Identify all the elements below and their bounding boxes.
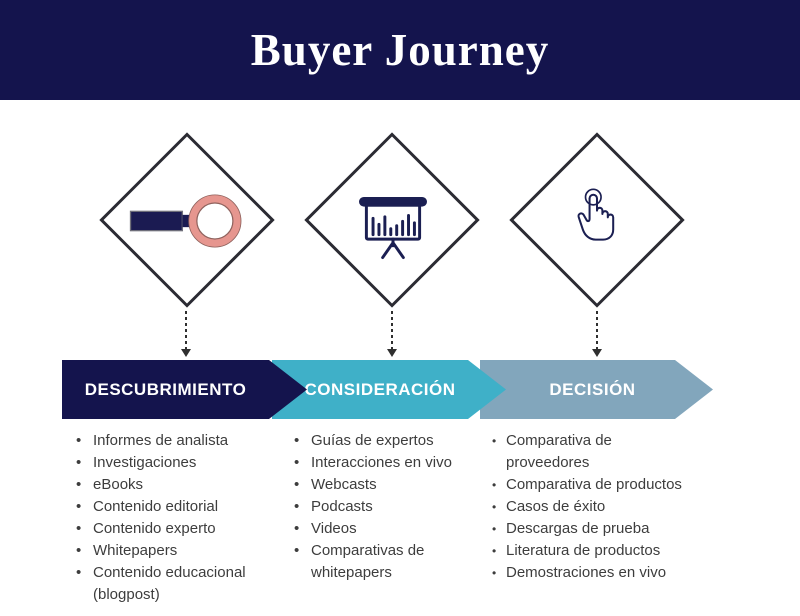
bullet-icon: •: [76, 542, 82, 559]
bullet-icon: •: [294, 498, 300, 515]
bullet-icon: •: [294, 454, 300, 471]
presentation-chart-icon: [356, 194, 430, 262]
list-item-text: Comparativa de proveedores: [506, 432, 612, 471]
bullet-icon: •: [76, 564, 82, 581]
bullet-icon: •: [492, 566, 497, 580]
list-item-text: Informes de analista: [93, 432, 229, 449]
arrowhead-down-icon: [387, 349, 397, 357]
dotted-line: [391, 311, 393, 349]
list-item-text: Comparativas de whitepapers: [311, 542, 425, 581]
list-item-text: Contenido educacional (blogpost): [93, 564, 246, 603]
bullet-icon: •: [492, 434, 497, 448]
list-item: • Casos de éxito: [492, 496, 688, 518]
list-item: • Informes de analista: [76, 430, 268, 452]
bullet-icon: •: [76, 498, 82, 515]
list-item: • Guías de expertos: [294, 430, 472, 452]
list-item: • Interacciones en vivo: [294, 452, 472, 474]
bullet-icon: •: [76, 432, 82, 449]
list-item: • Webcasts: [294, 474, 472, 496]
banner-decision: DECISIÓN: [480, 360, 713, 419]
list-item: • Literatura de productos: [492, 540, 688, 562]
list-item: • Demostraciones en vivo: [492, 562, 688, 584]
banner-label: CONSIDERACIÓN: [304, 379, 456, 399]
tap-hand-icon: [570, 177, 624, 255]
bullet-icon: •: [76, 520, 82, 537]
list-item: • Videos: [294, 518, 472, 540]
list-item-text: Contenido editorial: [93, 498, 219, 515]
list-item: • eBooks: [76, 474, 268, 496]
list-item: • Comparativa de productos: [492, 474, 688, 496]
list-item-text: Webcasts: [311, 476, 377, 493]
bullet-icon: •: [76, 454, 82, 471]
list-item-text: Videos: [311, 520, 357, 537]
list-item: • Investigaciones: [76, 452, 268, 474]
bullet-icon: •: [294, 520, 300, 537]
list-item-text: Comparativa de productos: [506, 476, 682, 493]
list-item-text: Casos de éxito: [506, 498, 606, 515]
list-item-text: Descargas de prueba: [506, 520, 650, 537]
content-list-descubrimiento: • Informes de analista • Investigaciones…: [76, 430, 268, 606]
list-item-text: Demostraciones en vivo: [506, 564, 667, 581]
bullet-icon: •: [294, 476, 300, 493]
list-item: • Contenido editorial: [76, 496, 268, 518]
banner-label: DESCUBRIMIENTO: [84, 379, 247, 399]
bullet-icon: •: [76, 476, 82, 493]
dotted-line: [185, 311, 187, 349]
list-item-text: Literatura de productos: [506, 542, 661, 559]
content-list-consideracion: • Guías de expertos • Interacciones en v…: [294, 430, 472, 584]
list-item-text: Podcasts: [311, 498, 373, 515]
bullet-icon: •: [492, 500, 497, 514]
list-item: • Comparativa de proveedores: [492, 430, 688, 474]
list-item-text: Contenido experto: [93, 520, 216, 537]
bullet-icon: •: [492, 544, 497, 558]
list-item: • Descargas de prueba: [492, 518, 688, 540]
list-item-text: Investigaciones: [93, 454, 197, 471]
content-list-decision: • Comparativa de proveedores • Comparati…: [492, 430, 688, 584]
banner-label: DECISIÓN: [549, 379, 636, 399]
arrowhead-down-icon: [181, 349, 191, 357]
banner-descubrimiento: DESCUBRIMIENTO: [62, 360, 307, 419]
page-title: Buyer Journey: [250, 25, 550, 75]
dotted-line: [596, 311, 598, 349]
list-item-text: Interacciones en vivo: [311, 454, 452, 471]
list-item: • Contenido experto: [76, 518, 268, 540]
list-item: • Comparativas de whitepapers: [294, 540, 472, 584]
banner-consideracion: CONSIDERACIÓN: [272, 360, 506, 419]
list-item: • Whitepapers: [76, 540, 268, 562]
bullet-icon: •: [492, 522, 497, 536]
magnifier-icon: [127, 192, 243, 250]
list-item-text: Guías de expertos: [311, 432, 434, 449]
bullet-icon: •: [294, 432, 300, 449]
bullet-icon: •: [294, 542, 300, 559]
bullet-icon: •: [492, 478, 497, 492]
list-item: • Podcasts: [294, 496, 472, 518]
list-item-text: Whitepapers: [93, 542, 178, 559]
header-band: Buyer Journey: [0, 0, 800, 100]
list-item-text: eBooks: [93, 476, 144, 493]
arrowhead-down-icon: [592, 349, 602, 357]
list-item: • Contenido educacional (blogpost): [76, 562, 268, 606]
